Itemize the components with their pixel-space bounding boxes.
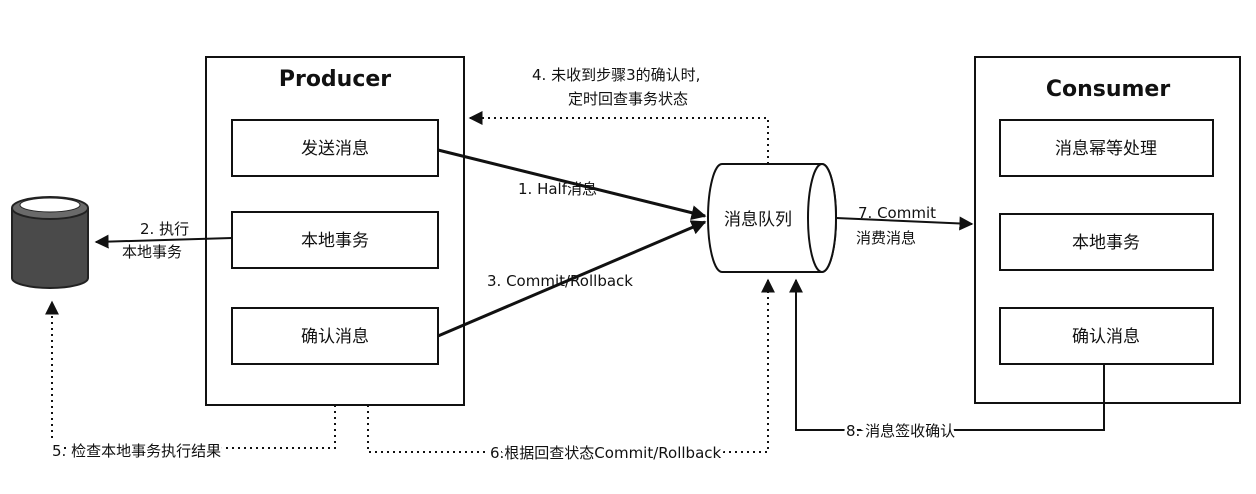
step4-label-line1: 4. 未收到步骤3的确认时, — [532, 66, 700, 84]
step7-arrow — [835, 216, 974, 231]
consumer-confirm-message-box — [999, 307, 1214, 365]
step4-arrow — [468, 111, 769, 164]
step2-label-line2: 本地事务 — [122, 243, 182, 261]
step2-arrow — [94, 234, 233, 249]
consumer-title: Consumer — [1046, 77, 1171, 102]
step3-arrow — [437, 220, 707, 338]
consumer-box: Consumer 消息幂等处理 本地事务 确认消息 — [974, 56, 1241, 404]
step5-label: 5. 检查本地事务执行结果 — [52, 442, 221, 460]
consumer-local-transaction-label: 本地事务 — [1072, 233, 1140, 253]
producer-local-transaction-label: 本地事务 — [301, 231, 369, 251]
message-queue: 消息队列 — [707, 163, 837, 273]
producer-send-message-label: 发送消息 — [301, 139, 369, 159]
step8-label: 8. 消息签收确认 — [846, 422, 955, 440]
producer-local-transaction-box — [231, 211, 439, 269]
step4-label-line2: 定时回查事务状态 — [568, 90, 688, 108]
database-icon — [11, 196, 89, 289]
step7-label-line1: 7. Commit — [858, 204, 936, 222]
step7-label-line2: 消费消息 — [856, 229, 916, 247]
consumer-idempotent-label: 消息幂等处理 — [1055, 139, 1157, 159]
consumer-idempotent-box — [999, 119, 1214, 177]
step1-label: 1. Half消息 — [518, 180, 597, 198]
step1-arrow — [437, 148, 707, 221]
producer-send-message-box — [231, 119, 439, 177]
step8-arrow — [789, 278, 1105, 431]
step3-label: 3. Commit/Rollback — [487, 272, 633, 290]
producer-box: Producer 发送消息 本地事务 确认消息 — [205, 56, 465, 406]
consumer-local-transaction-box — [999, 213, 1214, 271]
step6-arrow — [367, 278, 775, 453]
producer-confirm-message-label: 确认消息 — [301, 327, 369, 347]
consumer-confirm-message-label: 确认消息 — [1072, 327, 1140, 347]
message-queue-label: 消息队列 — [724, 210, 792, 230]
producer-title: Producer — [279, 67, 391, 92]
step6-label: 6.根据回查状态Commit/Rollback — [490, 444, 722, 462]
producer-confirm-message-box — [231, 307, 439, 365]
step2-label-line1: 2. 执行 — [140, 220, 189, 238]
